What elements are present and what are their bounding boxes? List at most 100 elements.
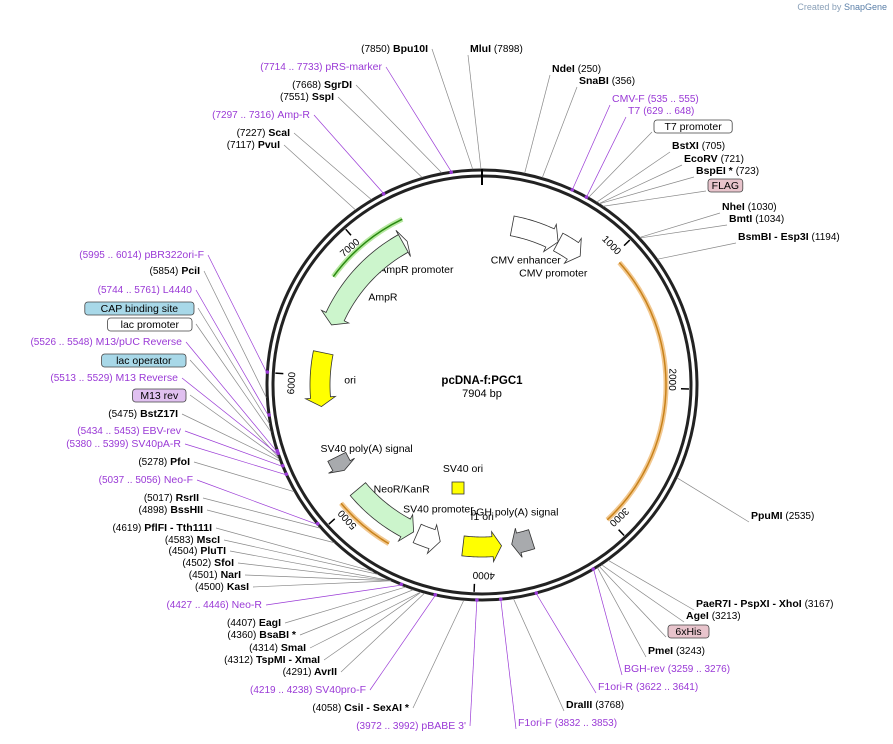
feature-tag-box <box>107 317 193 332</box>
site-label: (4898) BssHII <box>138 504 203 516</box>
site-label: (4501) NarI <box>189 569 241 581</box>
leader-line <box>639 212 721 238</box>
label-separator: - <box>770 598 779 610</box>
label-name: BsmBI <box>738 231 771 243</box>
leader-line <box>197 307 270 425</box>
label-position: (250) <box>578 64 601 75</box>
label-position: (3259 .. 3276) <box>668 664 730 675</box>
label-position: (3972 .. 3992) <box>356 721 418 732</box>
leader-line <box>469 600 478 727</box>
site-label: MluI (7898) <box>470 43 523 55</box>
feature-label: SV40 ori <box>443 463 483 475</box>
label-name: BsaBI * <box>259 629 297 641</box>
feature-tag-label: T7 promoter <box>665 121 723 133</box>
label-position: (3622 .. 3641) <box>636 682 698 693</box>
leader-line <box>313 114 384 194</box>
leader-line <box>202 497 321 529</box>
feature-label: SV40 poly(A) signal <box>321 443 413 455</box>
label-name: NarI <box>221 569 242 581</box>
label-position: (4427 .. 4446) <box>166 600 228 611</box>
feature-label: ori <box>344 374 356 386</box>
feature-arrow <box>552 232 582 265</box>
feature-label: SV40 promoter <box>403 503 474 515</box>
feature-arrow <box>327 451 355 474</box>
primer-label: F1ori-R (3622 .. 3641) <box>598 681 698 693</box>
label-name-2: PspXI <box>740 598 769 610</box>
site-label: (7668) SgrDI <box>292 79 352 91</box>
label-position: (5278) <box>138 457 167 468</box>
label-name: Bpu10I <box>393 43 428 55</box>
site-label: (7227) ScaI <box>237 127 291 139</box>
label-name: M13 Reverse <box>116 372 179 384</box>
leader-line-layer <box>181 48 750 730</box>
label-name-3: XhoI <box>779 598 802 610</box>
label-name: CsiI <box>344 702 363 714</box>
leader-line <box>223 539 379 575</box>
leader-line <box>181 377 278 454</box>
label-name: CMV-F <box>612 93 645 105</box>
label-position: (4501) <box>189 570 218 581</box>
primer-label: (4219 .. 4238) SV40pro-F <box>250 684 366 696</box>
site-label: (4500) KasI <box>195 581 249 593</box>
label-name: SV40pA-R <box>131 438 181 450</box>
label-separator: - <box>731 598 740 610</box>
primer-site-marker <box>570 188 575 192</box>
site-label: (4058) CsiI - SexAI * <box>312 702 410 714</box>
label-layer: MluI (7898)NdeI (250)SnaBI (356)CMV-F (5… <box>30 43 839 732</box>
site-label: BmtI (1034) <box>729 213 784 225</box>
orf-arc-core <box>340 502 390 545</box>
primer-label: CMV-F (535 .. 555) <box>612 93 699 105</box>
site-label: (5854) PciI <box>149 265 200 277</box>
label-position: (7117) <box>227 140 255 151</box>
feature-tag-label: CAP binding site <box>101 303 179 315</box>
primer-site-marker <box>449 170 453 175</box>
site-label: (5017) RsrII <box>144 492 199 504</box>
feature-tag-box <box>667 624 710 639</box>
leader-line <box>355 84 442 174</box>
leader-line <box>657 242 737 260</box>
site-label: PmeI (3243) <box>648 645 705 657</box>
label-position: (4312) <box>224 655 253 666</box>
leader-line <box>323 591 422 661</box>
leader-line <box>252 580 391 588</box>
label-position: (5037 .. 5056) <box>99 475 161 486</box>
feature-sv40-ori <box>451 481 465 495</box>
leader-line <box>309 591 421 649</box>
leader-line <box>412 600 465 709</box>
primer-label: T7 (629 .. 648) <box>628 105 694 117</box>
primer-site-marker <box>475 598 479 602</box>
primer-site-marker <box>267 413 271 417</box>
label-position: (705) <box>702 141 725 152</box>
primer-label: (5434 .. 5453) EBV-rev <box>77 425 181 437</box>
site-label: SnaBI (356) <box>579 75 635 87</box>
site-label: BstXI (705) <box>672 140 725 152</box>
label-name: SnaBI <box>579 75 609 87</box>
label-position: (3167) <box>805 599 834 610</box>
leader-line <box>189 359 279 458</box>
label-position: (4314) <box>249 643 278 654</box>
leader-line <box>193 461 295 493</box>
feature-label: bGH poly(A) signal <box>470 507 558 519</box>
label-position: (5017) <box>144 493 173 504</box>
label-position: (3213) <box>712 611 741 622</box>
position-tick-label: 2000 <box>666 368 677 391</box>
site-label: BsmBI - Esp3I (1194) <box>738 231 840 243</box>
label-name: M13/pUC Reverse <box>96 336 183 348</box>
leader-line <box>229 550 391 581</box>
label-position: (7551) <box>280 92 309 103</box>
label-separator: - <box>286 654 295 666</box>
label-separator: - <box>771 231 780 243</box>
label-position: (4583) <box>165 535 194 546</box>
label-name: SgrDI <box>324 79 352 91</box>
feature-tag-label: lac promoter <box>121 319 180 331</box>
leader-line <box>337 96 423 178</box>
label-name: F1ori-F <box>518 717 552 729</box>
leader-line <box>207 254 267 373</box>
feature-arrow <box>304 350 337 408</box>
site-label: (4407) EagI <box>227 617 281 629</box>
label-name: MluI <box>470 43 491 55</box>
label-name: SfoI <box>214 557 234 569</box>
label-name: Neo-R <box>232 599 263 611</box>
leader-line <box>603 190 707 207</box>
feature-arrow <box>320 234 409 326</box>
